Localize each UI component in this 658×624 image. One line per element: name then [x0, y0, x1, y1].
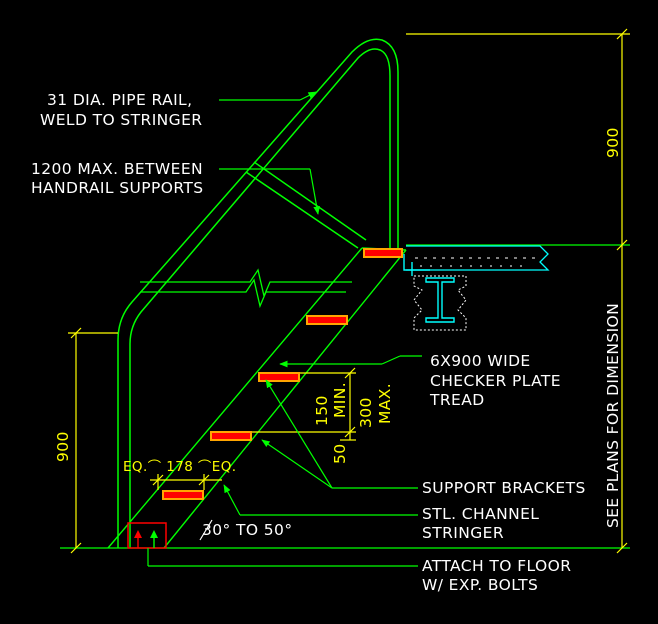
handrail-supports-label-2: HANDRAIL SUPPORTS	[31, 179, 204, 197]
tread-1	[162, 490, 204, 500]
riser-max-dim-1: 300	[357, 397, 375, 428]
tread-5	[363, 248, 403, 258]
stringer-label-2: STRINGER	[422, 524, 505, 542]
base-plate	[127, 522, 167, 549]
leader-pipe-rail	[219, 91, 317, 101]
dimension-rail-height-left	[68, 327, 118, 554]
tread-2	[210, 431, 252, 441]
rail-height-bottom-dim: 900	[54, 431, 72, 462]
landing-connection	[403, 254, 430, 276]
attach-floor-label-1: ATTACH TO FLOOR	[422, 557, 572, 575]
leader-handrail-supports	[219, 168, 320, 215]
handrail-support-brace	[245, 161, 367, 249]
tread-4	[306, 315, 348, 325]
handrail-pipe	[117, 38, 399, 548]
support-brackets-label: SUPPORT BRACKETS	[422, 479, 586, 497]
angle-indicator	[199, 519, 213, 541]
riser-max-dim-2: MAX.	[376, 382, 394, 424]
dimension-rail-height-right	[406, 28, 630, 554]
support-beam-section	[413, 275, 467, 331]
treads	[162, 248, 403, 500]
pipe-rail-label-2: WELD TO STRINGER	[40, 111, 203, 129]
tread-label-2: CHECKER PLATE	[430, 372, 561, 390]
riser-min-dim-1: 150	[313, 395, 331, 426]
rail-height-top-dim: 900	[604, 127, 622, 158]
attach-floor-label-2: W/ EXP. BOLTS	[422, 576, 539, 594]
riser-min-dim-2: MIN.	[331, 381, 349, 418]
dimension-riser	[252, 367, 356, 441]
leader-attach-floor	[147, 548, 418, 567]
tread-label-1: 6X900 WIDE	[430, 352, 531, 370]
tread-label-3: TREAD	[430, 391, 485, 409]
leader-tread	[279, 355, 422, 368]
stringer-label-1: STL. CHANNEL	[422, 505, 540, 523]
pipe-rail-label-1: 31 DIA. PIPE RAIL,	[47, 91, 193, 109]
see-plans-label: SEE PLANS FOR DIMENSION	[604, 302, 622, 528]
leader-stringer	[223, 484, 418, 516]
handrail-supports-label-1: 1200 MAX. BETWEEN	[31, 160, 204, 178]
leader-support-brackets	[261, 379, 418, 489]
upper-landing-slab	[406, 245, 550, 271]
bracket-offset-dim: 50	[331, 443, 349, 464]
break-line	[140, 268, 352, 309]
dimension-tread-spacing	[150, 474, 222, 490]
tread-3	[258, 372, 300, 382]
tread-spacing-dim: EQ.⌒ 178 ⌒EQ.	[123, 459, 237, 475]
angle-label: 30° TO 50°	[202, 521, 293, 539]
